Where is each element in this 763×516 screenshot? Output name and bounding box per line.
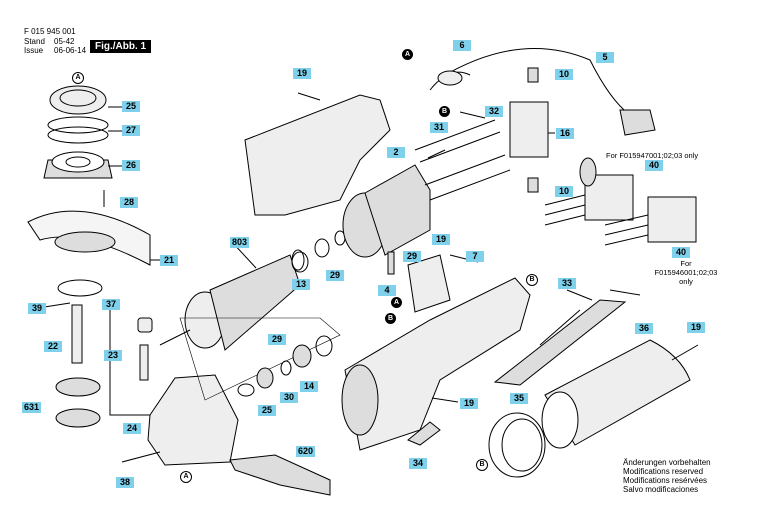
part-tag-14: 14 [300, 381, 318, 392]
issue-label: Issue [24, 46, 44, 55]
variant-note-40a: For F015947001;02;03 only [606, 151, 699, 160]
part-tag-32: 32 [485, 106, 503, 117]
document-number: F 015 945 001 [24, 27, 76, 36]
part-tag-40: 40 [645, 160, 663, 171]
part-tag-33: 33 [558, 278, 576, 289]
part-tag-27: 27 [122, 125, 140, 136]
part-tag-31: 31 [430, 122, 448, 133]
part-tag-29c: 29 [403, 251, 421, 262]
part-tag-10b: 10 [555, 186, 573, 197]
stand-label: Stand [24, 37, 45, 46]
part-tag-7: 7 [466, 251, 484, 262]
part-tag-28: 28 [120, 197, 138, 208]
part-tag-13: 13 [292, 279, 310, 290]
part-tag-4: 4 [378, 285, 396, 296]
part-tag-631: 631 [22, 402, 42, 413]
modifications-line-fr: Modifications resérvées [623, 476, 708, 485]
part-tag-29a: 29 [326, 270, 344, 281]
part-tag-803: 803 [230, 237, 250, 248]
variant-note-40b-line3: only [679, 277, 693, 286]
part-tag-38: 38 [116, 477, 134, 488]
stand-value: 05-42 [54, 37, 75, 46]
modifications-notice: Änderungen vorbehalten Modifications res… [623, 458, 711, 494]
part-tag-24: 24 [123, 423, 141, 434]
connector-a-marker: A [72, 72, 84, 84]
part-tag-16: 16 [556, 128, 574, 139]
part-tag-19c: 19 [460, 398, 478, 409]
part-tag-21: 21 [160, 255, 178, 266]
connector-a-marker: A [180, 471, 192, 483]
part-tag-36: 36 [635, 323, 653, 334]
part-tag-26: 26 [122, 160, 140, 171]
part-tag-6: 6 [453, 40, 471, 51]
part-tag-5: 5 [596, 52, 614, 63]
part-tag-10: 10 [555, 69, 573, 80]
connector-a-marker: A [391, 297, 402, 308]
part-tag-25b: 25 [258, 405, 276, 416]
modifications-line-de: Änderungen vorbehalten [623, 458, 711, 467]
connector-a-marker: A [402, 49, 413, 60]
part-tag-40b: 40 [672, 247, 690, 258]
gear-head-assembly [43, 85, 113, 179]
part-tag-19b: 19 [432, 234, 450, 245]
part-tag-39: 39 [28, 303, 46, 314]
variant-note-40b-line1: For [680, 259, 692, 268]
variant-note-40b-line2: F015946001;02;03 [654, 268, 718, 277]
connector-b-marker: B [439, 106, 450, 117]
part-tag-2: 2 [387, 147, 405, 158]
part-tag-19: 19 [293, 68, 311, 79]
part-tag-25: 25 [122, 101, 140, 112]
armature [159, 249, 305, 351]
part-tag-35: 35 [510, 393, 528, 404]
part-tag-19d: 19 [687, 322, 705, 333]
part-tag-22: 22 [44, 341, 62, 352]
connector-b-marker: B [385, 313, 396, 324]
part-tag-620: 620 [296, 446, 316, 457]
part-tag-37: 37 [102, 299, 120, 310]
part-tag-23: 23 [104, 350, 122, 361]
figure-label: Fig./Abb. 1 [90, 40, 152, 53]
connector-b-marker: B [476, 459, 488, 471]
issue-value: 06-06-14 [54, 46, 87, 55]
part-tag-30: 30 [280, 392, 298, 403]
connector-b-marker: B [526, 274, 538, 286]
modifications-line-en: Modifications reserved [623, 467, 704, 476]
part-tag-34: 34 [409, 458, 427, 469]
modifications-line-es: Salvo modificaciones [623, 485, 699, 494]
part-tag-29b: 29 [268, 334, 286, 345]
